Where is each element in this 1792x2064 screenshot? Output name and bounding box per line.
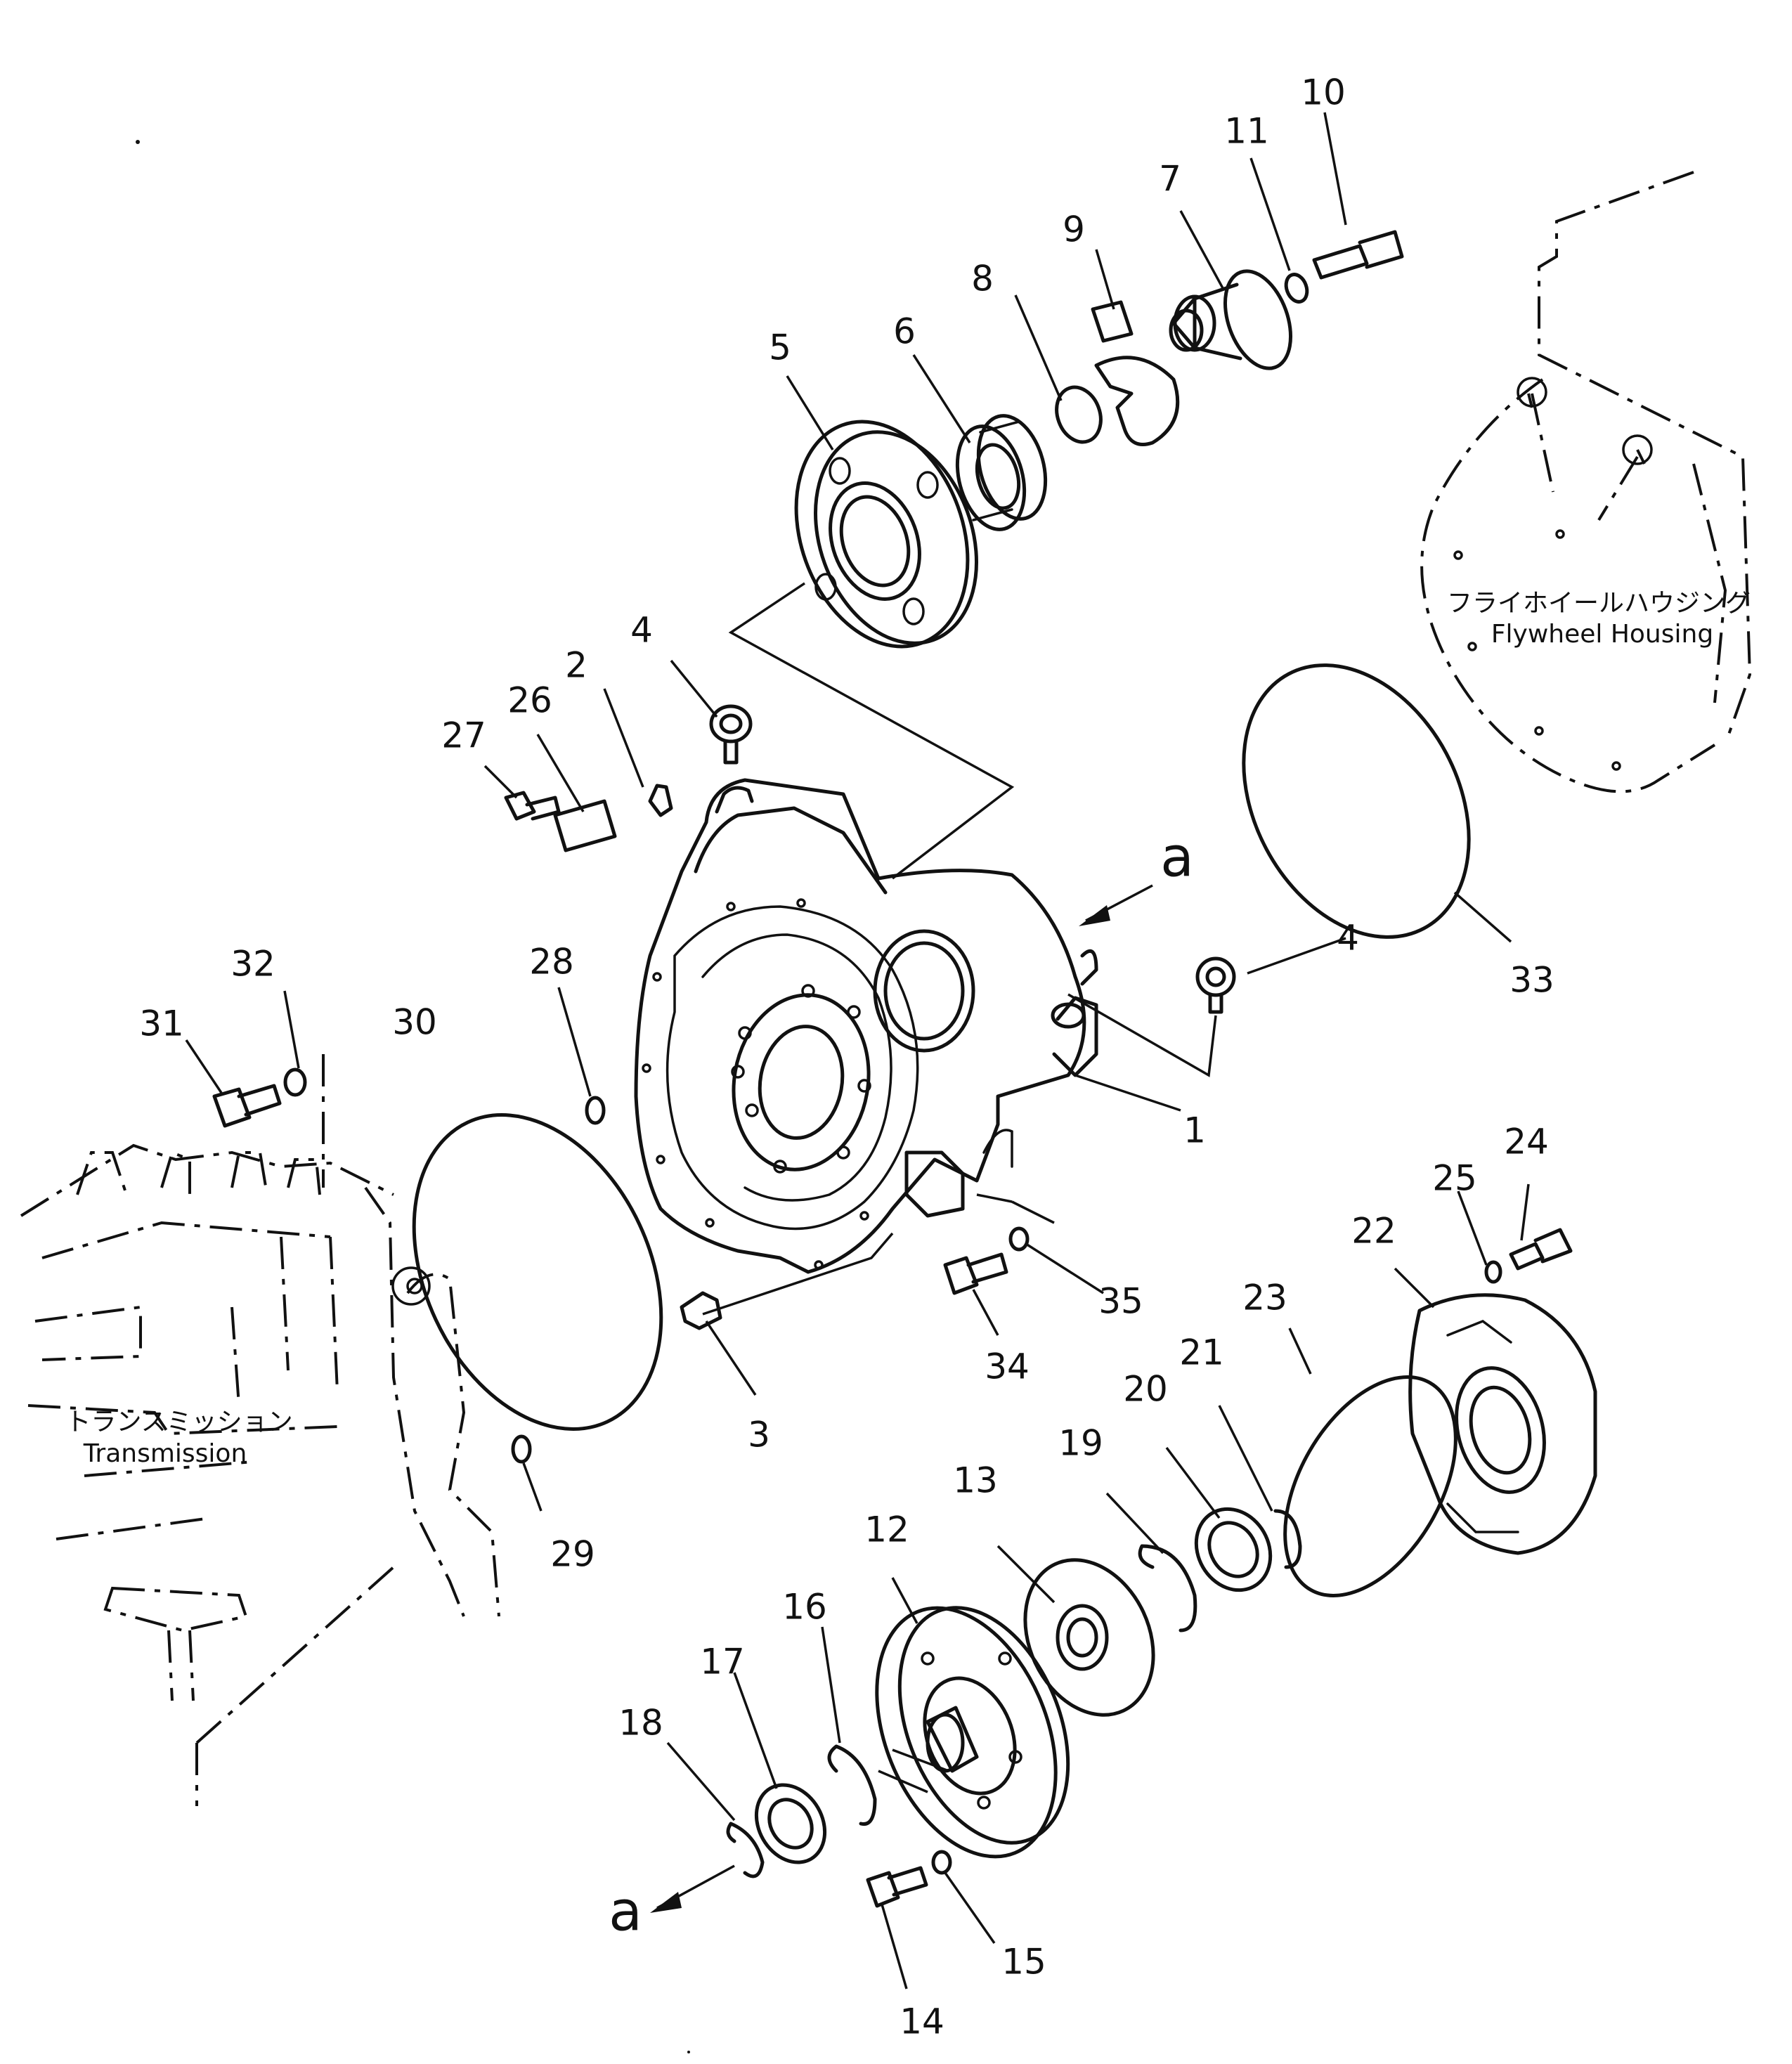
callout-12: 12: [864, 1510, 909, 1550]
part-3-plug: [680, 1291, 722, 1330]
callout-28: 28: [529, 942, 574, 982]
callout-2: 2: [565, 645, 587, 686]
part-4-eyebolt-top: [709, 704, 753, 765]
transmission-caption-en: Transmission: [83, 1439, 247, 1468]
callout-30: 30: [392, 1002, 437, 1043]
part-7-shaft: [1169, 269, 1293, 370]
part-31-bolt: [212, 1084, 282, 1128]
part-12-cover: [875, 1606, 1070, 1859]
part-16-snapring: [827, 1744, 877, 1826]
callout-15: 15: [1001, 1942, 1046, 1982]
callout-24: 24: [1504, 1122, 1549, 1162]
callout-21: 21: [1179, 1332, 1224, 1373]
callout-33: 33: [1509, 960, 1554, 1001]
part-19-snapring: [1138, 1544, 1197, 1633]
part-21-snapring: [1273, 1509, 1302, 1569]
arrow-a-top: [1079, 884, 1153, 926]
assembly-lines: [702, 582, 1217, 1793]
callout-27: 27: [441, 715, 486, 756]
part-14-bolt: [866, 1866, 928, 1908]
flywheel-caption-en: Flywheel Housing: [1491, 620, 1713, 649]
arrow-label-a-top: a: [1160, 826, 1194, 889]
transmission-caption-jp: トランスミッション: [65, 1408, 292, 1436]
part-24-bolt: [1509, 1228, 1573, 1271]
callout-13: 13: [953, 1460, 998, 1501]
callout-labels: 1 2 3 4 4 5 6 7 8 9 10 11 12 13 14 15 16…: [139, 72, 1554, 2042]
part-18-snapring: [726, 1822, 765, 1878]
arrow-a-bottom: [650, 1864, 735, 1913]
part-20-bearing: [1194, 1507, 1273, 1592]
part-34-bolt: [943, 1252, 1008, 1295]
part-5-cover: [794, 420, 978, 649]
part-2-plug: [648, 784, 673, 817]
callout-1: 1: [1183, 1110, 1206, 1151]
callout-16: 16: [782, 1587, 827, 1628]
part-4-eyebolt-right: [1195, 956, 1236, 1014]
part-17-bearing: [754, 1783, 827, 1864]
scan-speck: [687, 2051, 690, 2053]
part-32-washer: [283, 1067, 307, 1097]
part-8-oring: [1055, 385, 1103, 444]
part-27-bolt: [504, 791, 561, 821]
callout-34: 34: [985, 1346, 1030, 1387]
part-29-oring: [511, 1434, 532, 1464]
callout-26: 26: [507, 680, 552, 721]
part-33-oring: [1242, 663, 1471, 939]
callout-7: 7: [1159, 159, 1181, 200]
arrow-label-a-bottom: a: [609, 1880, 642, 1943]
part-9-plate: [1091, 300, 1180, 446]
callout-5: 5: [769, 327, 791, 368]
part-22-cover: [1408, 1293, 1597, 1555]
main-housing: [634, 778, 1098, 1274]
part-23-oring: [1283, 1375, 1457, 1597]
part-30-oring: [412, 1113, 663, 1431]
part-11-washer: [1284, 273, 1309, 304]
callout-3: 3: [748, 1415, 770, 1455]
part-10-bolt: [1312, 230, 1404, 280]
part-15-washer: [931, 1850, 952, 1875]
callout-23: 23: [1242, 1278, 1287, 1318]
callout-14: 14: [900, 2001, 944, 2042]
part-13-flange: [1023, 1558, 1155, 1717]
part-35-washer: [1008, 1226, 1030, 1252]
flywheel-housing: [1420, 171, 1752, 793]
part-28-oring: [585, 1096, 606, 1125]
callout-19: 19: [1058, 1423, 1103, 1464]
callout-29: 29: [550, 1534, 595, 1575]
callout-9: 9: [1063, 209, 1085, 250]
part-25-washer: [1484, 1260, 1502, 1284]
leader-lines: [185, 112, 1530, 1990]
callout-22: 22: [1351, 1211, 1396, 1252]
callout-10: 10: [1301, 72, 1346, 113]
callout-18: 18: [618, 1703, 663, 1744]
callout-25: 25: [1432, 1158, 1477, 1199]
scan-speck: [136, 140, 140, 144]
callout-20: 20: [1123, 1369, 1168, 1410]
part-26-plate: [553, 799, 617, 852]
transmission: [20, 1054, 500, 1806]
callout-4-top: 4: [630, 610, 653, 651]
callout-35: 35: [1098, 1281, 1143, 1322]
callout-32: 32: [231, 944, 275, 985]
part-6-bearing: [955, 414, 1048, 531]
callout-6: 6: [893, 311, 916, 352]
flywheel-caption-jp: フライホイールハウジング: [1447, 589, 1751, 618]
callout-8: 8: [971, 259, 994, 299]
callout-31: 31: [139, 1004, 184, 1044]
callout-4-right: 4: [1337, 918, 1359, 959]
callout-11: 11: [1224, 111, 1269, 152]
callout-17: 17: [700, 1642, 745, 1682]
